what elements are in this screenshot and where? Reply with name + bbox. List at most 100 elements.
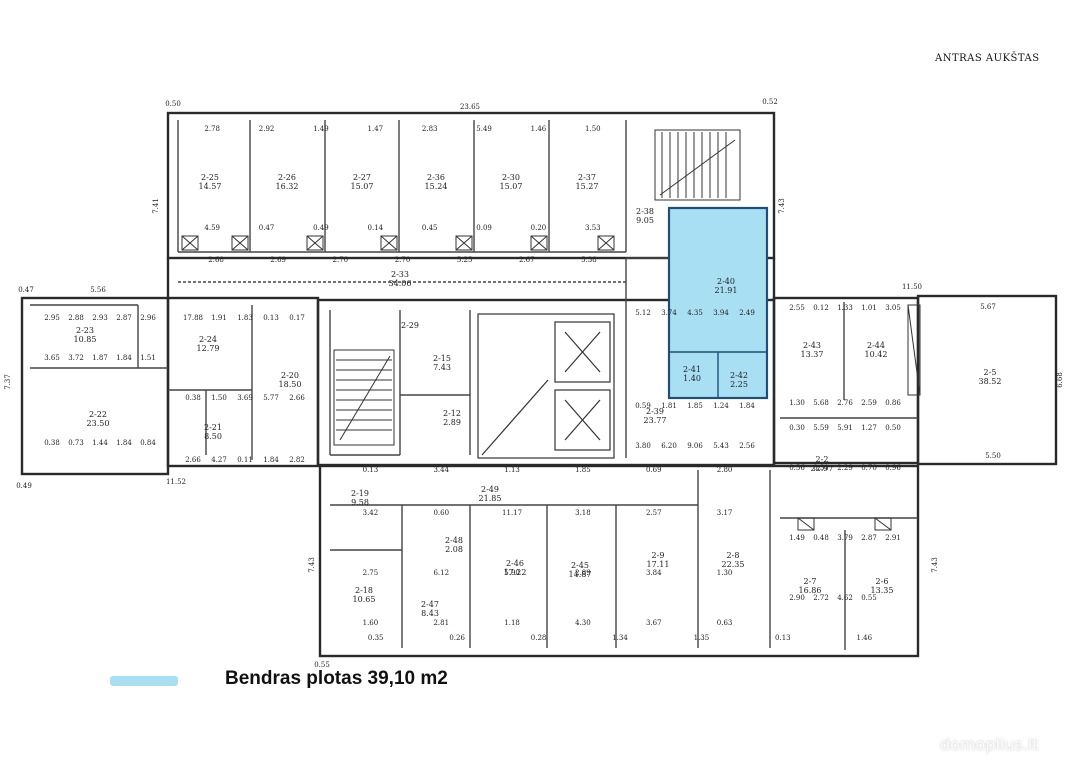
dimension-label: 2.72 (813, 594, 829, 602)
room-id-label: 2-42 (730, 371, 748, 380)
room-2-38: 2-389.05 (636, 207, 654, 225)
dimension-label: 0.69 (646, 466, 662, 474)
dimension-label: 9.06 (687, 442, 703, 450)
dimension-label: 3.67 (646, 619, 662, 627)
dimension-label: 1.83 (237, 314, 253, 322)
dimension-label: 3.42 (363, 509, 379, 517)
dimension-label: 3.53 (585, 224, 601, 232)
dimension-label: 5.68 (813, 399, 829, 407)
room-id-label: 2-40 (717, 277, 735, 286)
south-wing-wall (318, 464, 920, 658)
dimension-label: 0.35 (368, 634, 384, 642)
room-2-12: 2-122.89 (443, 409, 461, 427)
dimension-label: 1.47 (368, 125, 384, 133)
room-area-label: 12.79 (197, 344, 220, 353)
room-id-label: 2-46 (506, 559, 524, 568)
room-area-label: 17.22 (504, 568, 527, 577)
room-id-label: 2-30 (502, 173, 520, 182)
dimension-label: 0.38 (185, 394, 201, 402)
dimension-label: 2.87 (861, 534, 877, 542)
room-area-label: 22.35 (722, 560, 745, 569)
room-id-label: 2-8 (727, 551, 740, 560)
room-2-21: 2-218.50 (204, 423, 222, 441)
dimension-label: 1.49 (789, 534, 805, 542)
dimension-label: 0.60 (433, 509, 449, 517)
dimension-label: 0.63 (717, 619, 733, 627)
dimension-label: 6.20 (661, 442, 677, 450)
room-id-label: 2-33 (391, 270, 409, 279)
dimension-label: 0.13 (775, 634, 791, 642)
dimension-label: 1.81 (661, 402, 677, 410)
room-area-label: 14.57 (199, 182, 222, 191)
dimension-label: 1.33 (837, 304, 853, 312)
dimension-label: 1.84 (116, 354, 132, 362)
room-area-label: 18.50 (279, 380, 302, 389)
dimension-label: 0.59 (635, 402, 651, 410)
dimension-label: 4.59 (204, 224, 220, 232)
room-id-label: 2-7 (804, 577, 817, 586)
dimension-label: 0.28 (531, 634, 547, 642)
dimension-label: 3.44 (433, 466, 449, 474)
dimension-label: 5.12 (635, 309, 651, 317)
dimension-label: 3.72 (68, 354, 84, 362)
room-2-19: 2-199.58 (351, 489, 369, 507)
dimension-label: 2.57 (646, 509, 662, 517)
room-id-label: 2-5 (984, 368, 997, 377)
dimension-label: 1.91 (211, 314, 227, 322)
dimension-label: 2.49 (739, 309, 755, 317)
dimension-label: 0.17 (289, 314, 305, 322)
room-2-9: 2-917.11 (647, 551, 670, 569)
room-id-label: 2-15 (433, 354, 451, 363)
room-area-label: 34.06 (389, 279, 412, 288)
room-id-label: 2-36 (427, 173, 445, 182)
dimension-label: 1.30 (717, 569, 733, 577)
dimension-label: 23.65 (460, 103, 480, 111)
dimension-label: 7.43 (778, 198, 786, 214)
room-id-label: 2-43 (803, 341, 821, 350)
room-2-41: 2-411.40 (683, 365, 701, 383)
dimension-label: 6.12 (433, 569, 449, 577)
dimension-label: 2.95 (44, 314, 60, 322)
legend-label: Bendras plotas 39,10 m2 (225, 668, 448, 689)
dimension-label: 3.94 (713, 309, 729, 317)
dimension-label: 0.14 (368, 224, 384, 232)
dimension-label: 7.41 (152, 198, 160, 214)
room-id-label: 2-23 (76, 326, 94, 335)
dimension-label: 5.67 (980, 303, 996, 311)
dimension-label: 7.43 (931, 557, 939, 573)
dimension-label: 5.49 (476, 125, 492, 133)
dimension-label: 2.67 (519, 256, 535, 264)
dimension-label: 0.73 (68, 439, 84, 447)
room-area-label: 16.32 (276, 182, 299, 191)
dimension-label: 0.86 (885, 399, 901, 407)
room-id-label: 2-6 (876, 577, 889, 586)
room-id-label: 2-38 (636, 207, 654, 216)
dimension-label: 1.24 (713, 402, 729, 410)
room-2-2: 2-222.97 (811, 455, 834, 473)
dimension-label: 0.50 (885, 424, 901, 432)
east-inner-wall (772, 296, 920, 465)
room-area-label: 10.65 (353, 595, 376, 604)
dimension-label: 0.47 (18, 286, 34, 294)
dimension-label: 0.30 (789, 424, 805, 432)
floor-title: ANTRAS AUKŠTAS (935, 53, 1040, 64)
dimension-label: 2.83 (422, 125, 438, 133)
dimension-label: 5.50 (985, 452, 1001, 460)
dimension-label: 2.68 (208, 256, 224, 264)
room-area-label: 8.43 (421, 609, 439, 618)
dimension-label: 3.18 (575, 509, 591, 517)
room-area-label: 10.42 (865, 350, 888, 359)
dimension-label: 3.84 (646, 569, 662, 577)
room-area-label: 2.08 (445, 545, 463, 554)
dimension-label: 2.80 (717, 466, 733, 474)
room-id-label: 2-21 (204, 423, 222, 432)
dimension-label: 2.66 (289, 394, 305, 402)
room-area-label: 10.85 (74, 335, 97, 344)
room-2-15: 2-157.43 (433, 354, 451, 372)
